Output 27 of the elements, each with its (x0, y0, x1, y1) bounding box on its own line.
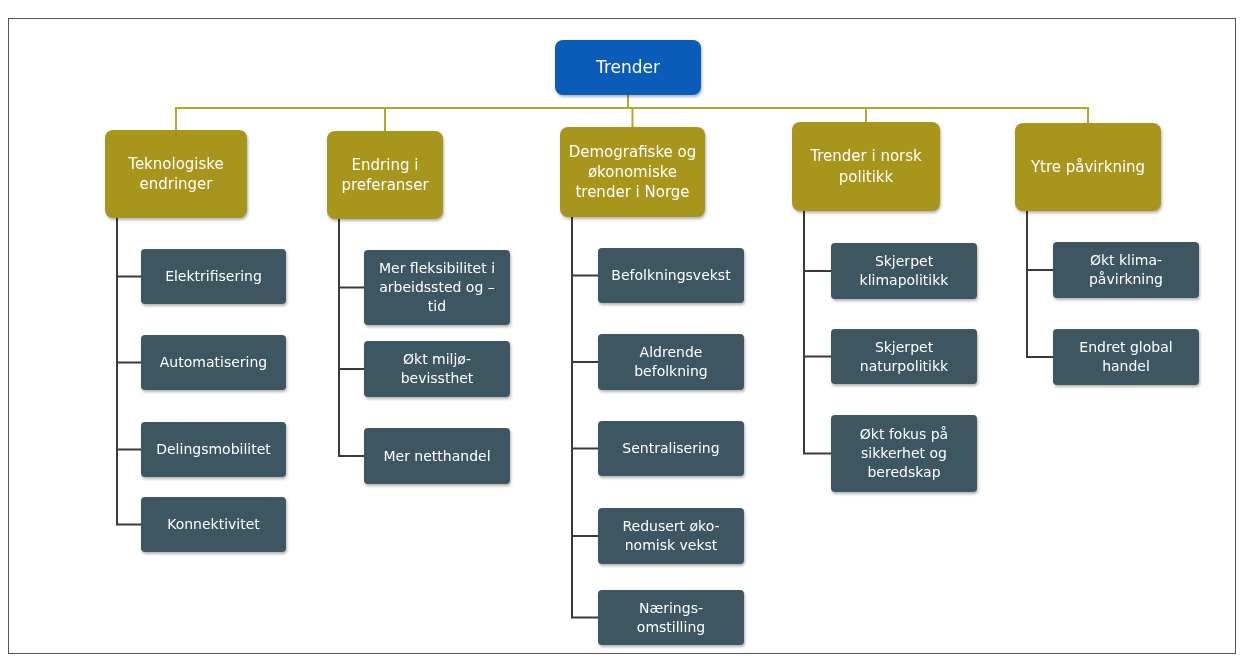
root-box: Trender (555, 40, 701, 95)
trend-box: Sentralisering (598, 421, 744, 476)
trend-box: Skjerpet klimapolitikk (831, 243, 977, 299)
trend-box: Aldrende befolkning (598, 334, 744, 390)
trend-box: Endret global handel (1053, 329, 1199, 385)
trend-box: Elektrifisering (141, 249, 286, 304)
trend-box: Økt fokus på sikkerhet og beredskap (831, 415, 977, 492)
connector-line (803, 210, 832, 455)
trend-box: Skjerpet naturpolitikk (831, 329, 977, 384)
trend-box: Redusert øko-nomisk vekst (598, 508, 744, 564)
category-box: Trender i norsk politikk (792, 122, 940, 211)
trend-box: Automatisering (141, 335, 286, 390)
connector-line (116, 217, 142, 526)
category-box: Endring i preferanser (327, 131, 443, 219)
connector-line (1026, 210, 1054, 358)
trend-box: Konnektivitet (141, 497, 286, 552)
connector-line (338, 218, 365, 457)
trend-box: Mer netthandel (364, 428, 510, 484)
trend-box: Mer fleksibilitet i arbeidssted og –tid (364, 250, 510, 325)
trend-box: Økt klima-påvirkning (1053, 242, 1199, 298)
trend-box: Befolkningsvekst (598, 248, 744, 303)
category-box: Demografiske og økonomiske trender i Norge (560, 127, 705, 217)
category-box: Ytre påvirkning (1015, 123, 1161, 211)
trend-box: Nærings-omstilling (598, 590, 744, 645)
trend-box: Økt miljø-bevissthet (364, 341, 510, 397)
category-box: Teknologiske endringer (105, 130, 247, 218)
trend-box: Delingsmobilitet (141, 422, 286, 477)
